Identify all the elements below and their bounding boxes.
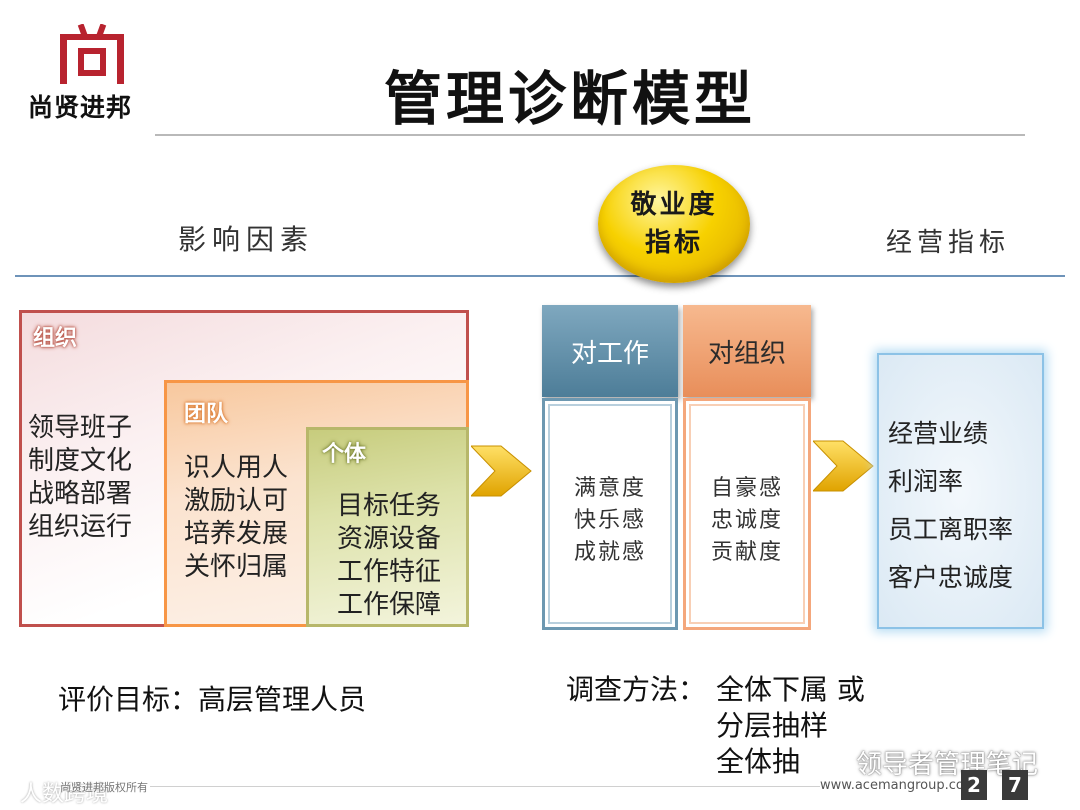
page-number-digit: 7 xyxy=(1002,770,1028,800)
toward-work-header: 对工作 xyxy=(542,305,678,397)
list-item: 激励认可 xyxy=(184,486,289,516)
page-title: 管理诊断模型 xyxy=(383,65,756,133)
heading-divider xyxy=(15,275,1065,277)
wechat-icon xyxy=(823,749,852,772)
arrow-right-icon xyxy=(813,440,874,492)
list-item: 快乐感 xyxy=(573,508,646,533)
survey-option: 全体抽 xyxy=(716,745,801,778)
list-item: 目标任务 xyxy=(337,491,442,521)
list-item: 工作特征 xyxy=(337,557,442,587)
list-item: 忠诚度 xyxy=(710,508,783,533)
copyright-caption: 尚贤进邦版权所有 xyxy=(60,781,148,794)
list-item: 工作保障 xyxy=(337,590,442,620)
toward-organization-box: 自豪感 忠诚度 贡献度 xyxy=(683,398,811,630)
list-item: 贡献度 xyxy=(710,540,783,565)
list-item: 关怀归属 xyxy=(184,552,289,582)
evaluation-target: 评价目标：高层管理人员 xyxy=(58,683,367,716)
individual-box xyxy=(306,427,469,627)
footer-divider xyxy=(150,786,820,787)
organization-label: 组织 xyxy=(33,326,78,351)
logo-text: 尚贤进邦 xyxy=(28,93,133,122)
badge-line-2: 指标 xyxy=(644,228,703,258)
engagement-badge: 敬业度 指标 xyxy=(598,165,750,283)
list-item: 领导班子 xyxy=(28,413,133,443)
list-item: 战略部署 xyxy=(28,479,133,509)
list-item: 经营业绩 xyxy=(888,419,989,448)
list-item: 自豪感 xyxy=(710,476,783,501)
individual-label: 个体 xyxy=(322,442,367,467)
list-item: 利润率 xyxy=(888,467,964,496)
toward-work-list: 满意度 快乐感 成就感 xyxy=(574,473,646,569)
list-item: 制度文化 xyxy=(28,446,133,476)
toward-organization-list: 自豪感 忠诚度 贡献度 xyxy=(711,473,783,569)
individual-list: 目标任务 资源设备 工作特征 工作保障 xyxy=(337,490,441,622)
organization-list: 领导班子 制度文化 战略部署 组织运行 xyxy=(28,412,132,544)
title-divider xyxy=(155,134,1025,136)
team-list: 识人用人 激励认可 培养发展 关怀归属 xyxy=(184,452,288,584)
list-item: 员工离职率 xyxy=(888,515,1014,544)
list-item: 客户忠诚度 xyxy=(888,563,1014,592)
list-item: 培养发展 xyxy=(184,519,289,549)
business-indicators-heading: 经营指标 xyxy=(886,228,1011,258)
page-number-digit: 2 xyxy=(961,770,987,800)
survey-option: 全体下属 或 xyxy=(716,673,865,706)
list-item: 成就感 xyxy=(573,540,646,565)
list-item: 资源设备 xyxy=(337,524,442,554)
list-item: 满意度 xyxy=(573,476,646,501)
logo-mark-icon xyxy=(60,24,124,84)
survey-method-label: 调查方法： xyxy=(566,673,707,706)
survey-option: 分层抽样 xyxy=(716,709,829,742)
list-item: 组织运行 xyxy=(28,512,133,542)
toward-organization-header: 对组织 xyxy=(683,305,811,397)
badge-line-1: 敬业度 xyxy=(630,190,718,220)
arrow-right-icon xyxy=(471,445,532,497)
team-label: 团队 xyxy=(184,402,229,427)
list-item: 识人用人 xyxy=(184,453,289,483)
website-url: www.acemangroup.com xyxy=(820,778,977,793)
watermark-text: 人数跨境 xyxy=(20,782,109,807)
business-indicators-box xyxy=(877,353,1044,629)
business-indicators-list: 经营业绩 利润率 员工离职率 客户忠诚度 xyxy=(888,410,1013,602)
toward-work-box: 满意度 快乐感 成就感 xyxy=(542,398,678,630)
influencing-factors-heading: 影响因素 xyxy=(178,223,315,256)
